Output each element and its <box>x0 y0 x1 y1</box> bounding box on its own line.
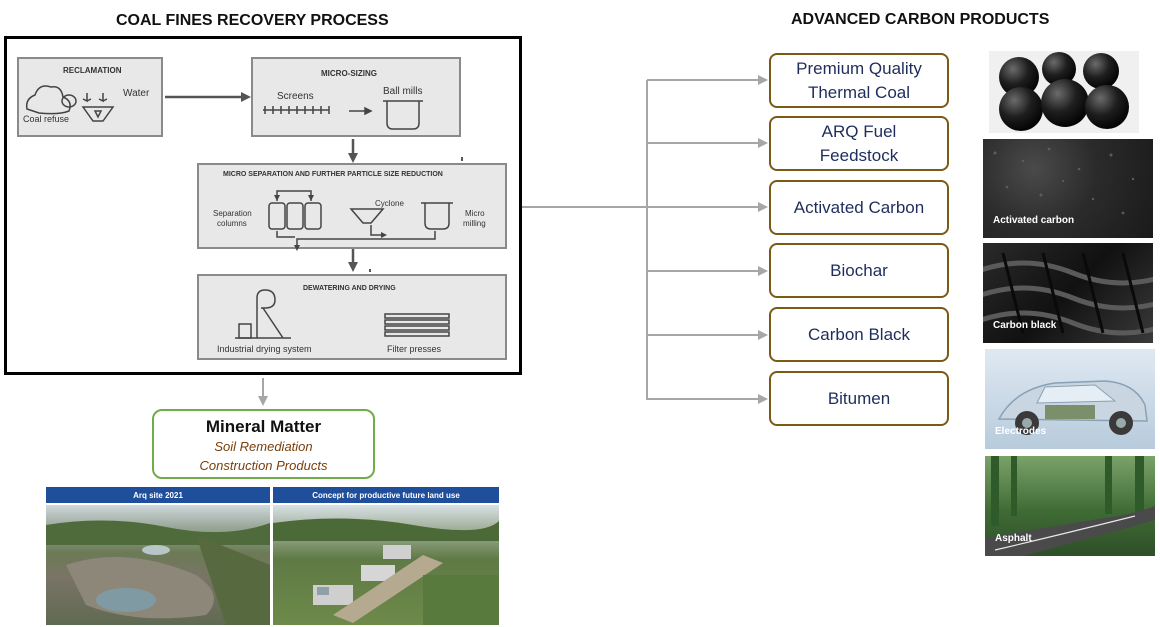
product-biochar-label: Biochar <box>830 260 888 280</box>
mineral-matter-title: Mineral Matter <box>205 417 322 436</box>
site-2021-photo <box>46 505 270 625</box>
carbon-black-caption: Carbon black <box>993 320 1057 331</box>
micro-sizing-stage: MICRO-SIZING Screens Ball mills <box>251 57 461 137</box>
future-land-use-photo <box>273 505 499 625</box>
electrodes-caption: Electrodes <box>995 426 1047 437</box>
micro-milling-label-2: milling <box>463 219 486 228</box>
products-header: ADVANCED CARBON PRODUCTS <box>791 11 1050 28</box>
activated-carbon-caption: Activated carbon <box>993 215 1075 226</box>
dewatering-icons <box>235 289 450 339</box>
product-thermal-coal-line1: Premium Quality <box>796 58 922 78</box>
product-bitumen-label: Bitumen <box>827 388 891 408</box>
electrodes-car-photo: Electrodes <box>985 349 1155 449</box>
product-bitumen: Bitumen <box>769 371 949 426</box>
dewatering-stage: DEWATERING AND DRYING Industrial drying … <box>197 274 507 360</box>
coal-refuse-label: Coal refuse <box>23 114 70 124</box>
reclamation-title: RECLAMATION <box>63 66 122 75</box>
ball-mills-label: Ball mills <box>383 86 423 97</box>
cyclone-label: Cyclone <box>375 199 404 208</box>
water-label: Water <box>123 88 150 99</box>
drying-system-label: Industrial drying system <box>217 344 312 354</box>
reclamation-icons <box>25 85 115 122</box>
process-arrows <box>165 92 463 272</box>
product-carbon-black-label: Carbon Black <box>807 324 911 344</box>
product-arq-fuel-line1: ARQ Fuel <box>821 121 897 141</box>
site-2021-caption: Arq site 2021 <box>46 487 270 503</box>
future-land-use-caption: Concept for productive future land use <box>273 487 499 503</box>
micro-sizing-title: MICRO-SIZING <box>321 69 377 78</box>
asphalt-caption: Asphalt <box>995 533 1032 544</box>
screens-label: Screens <box>277 91 314 102</box>
process-header: COAL FINES RECOVERY PROCESS <box>116 12 389 29</box>
asphalt-road-photo: Asphalt <box>985 456 1155 556</box>
product-biochar: Biochar <box>769 243 949 298</box>
micro-sizing-icons <box>263 100 423 130</box>
product-activated-carbon-label: Activated Carbon <box>793 197 925 217</box>
micro-separation-title: MICRO SEPARATION AND FURTHER PARTICLE SI… <box>223 171 443 178</box>
product-activated-carbon: Activated Carbon <box>769 180 949 235</box>
process-frame: RECLAMATION Water Coal refuse <box>4 36 522 375</box>
coal-briquettes-photo <box>989 51 1139 133</box>
separation-columns-label-1: Separation <box>213 209 252 218</box>
reclamation-stage: RECLAMATION Water Coal refuse <box>17 57 163 137</box>
micro-milling-label-1: Micro <box>465 209 485 218</box>
micro-separation-icons <box>268 190 453 251</box>
carbon-black-tire-photo: Carbon black <box>983 243 1153 343</box>
construction-products-label: Construction Products <box>199 458 328 473</box>
filter-presses-label: Filter presses <box>387 344 442 354</box>
mineral-matter-box: Mineral Matter Soil Remediation Construc… <box>152 409 375 479</box>
product-carbon-black: Carbon Black <box>769 307 949 362</box>
separation-columns-label-2: columns <box>217 219 247 228</box>
soil-remediation-label: Soil Remediation <box>214 439 313 454</box>
micro-separation-stage: MICRO SEPARATION AND FURTHER PARTICLE SI… <box>197 163 507 251</box>
product-arq-fuel-line2: Feedstock <box>819 145 899 165</box>
product-thermal-coal-line2: Thermal Coal <box>807 82 911 102</box>
activated-carbon-photo: Activated carbon <box>983 139 1153 238</box>
dewatering-title: DEWATERING AND DRYING <box>303 285 396 292</box>
